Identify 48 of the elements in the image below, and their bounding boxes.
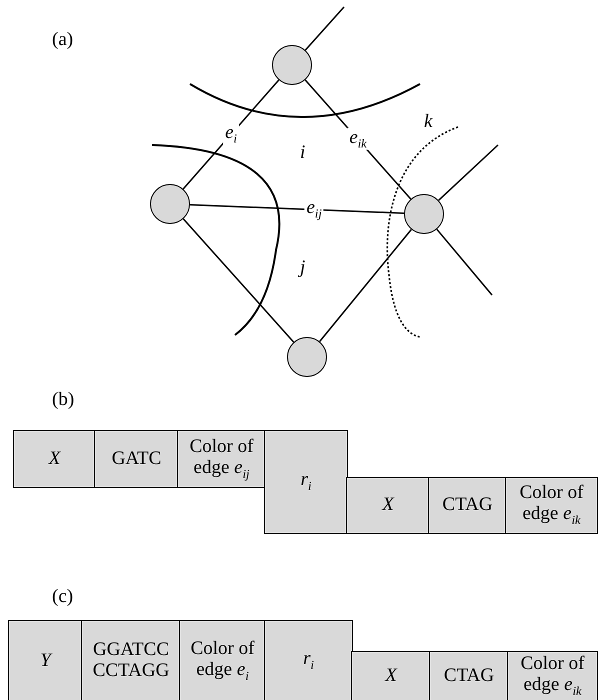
table-cell <box>429 651 509 700</box>
graph-edge-line <box>182 80 280 190</box>
edge-label: e$_{ik}$ <box>347 127 369 150</box>
cell-text: X <box>385 666 397 687</box>
cell-text: Color of edge e$_{ik}$ <box>520 654 586 699</box>
edge-label: e$_{i}$ <box>223 122 239 144</box>
cell-text: X <box>382 495 394 516</box>
graph-edge-line <box>438 144 499 201</box>
graph-edge-line <box>182 218 294 343</box>
region-label: i <box>300 143 306 162</box>
graph-vertex-circle <box>404 194 444 234</box>
table-cell <box>177 430 266 488</box>
table-cell <box>8 620 83 700</box>
table-cell <box>264 430 348 534</box>
region-label: j <box>300 258 306 277</box>
cell-text: Y <box>40 650 51 672</box>
panel-label: (c) <box>52 587 74 606</box>
cell-text: Color of edge e$_{ij}$ <box>188 436 254 482</box>
cell-text: GGATCC CCTAGG <box>92 640 170 682</box>
cell-text: Color of edge e$_{i}$ <box>190 638 256 684</box>
table-cell <box>94 430 179 488</box>
graph-edge-line <box>436 228 493 296</box>
table-cell <box>346 477 430 534</box>
graph-edge-line <box>190 204 404 214</box>
table-cell <box>179 620 266 700</box>
cell-text: GATC <box>112 448 162 470</box>
table-cell <box>507 651 598 700</box>
table-cell <box>13 430 96 488</box>
graph-vertex-circle <box>150 184 190 224</box>
cell-text: CTAG <box>442 495 493 516</box>
graph-edge-line <box>304 6 345 51</box>
cell-text: r$_{i}$ <box>300 470 312 494</box>
graph-edge-line <box>304 79 412 200</box>
panel-label: (a) <box>52 30 74 49</box>
graph-vertex-circle <box>287 337 327 377</box>
table-cell <box>81 620 181 700</box>
table-cell <box>264 620 353 700</box>
cell-text: CTAG <box>444 666 494 687</box>
table-cell <box>505 477 598 534</box>
cell-text: Color of edge e$_{ik}$ <box>518 483 584 528</box>
graph-vertex-circle <box>272 45 312 85</box>
cell-text: X <box>48 448 60 470</box>
graph-edge-line <box>319 229 412 342</box>
region-label: k <box>424 112 432 131</box>
panel-label: (b) <box>52 390 74 409</box>
cell-text: r$_{i}$ <box>303 649 314 673</box>
table-cell <box>428 477 507 534</box>
table-cell <box>351 651 431 700</box>
